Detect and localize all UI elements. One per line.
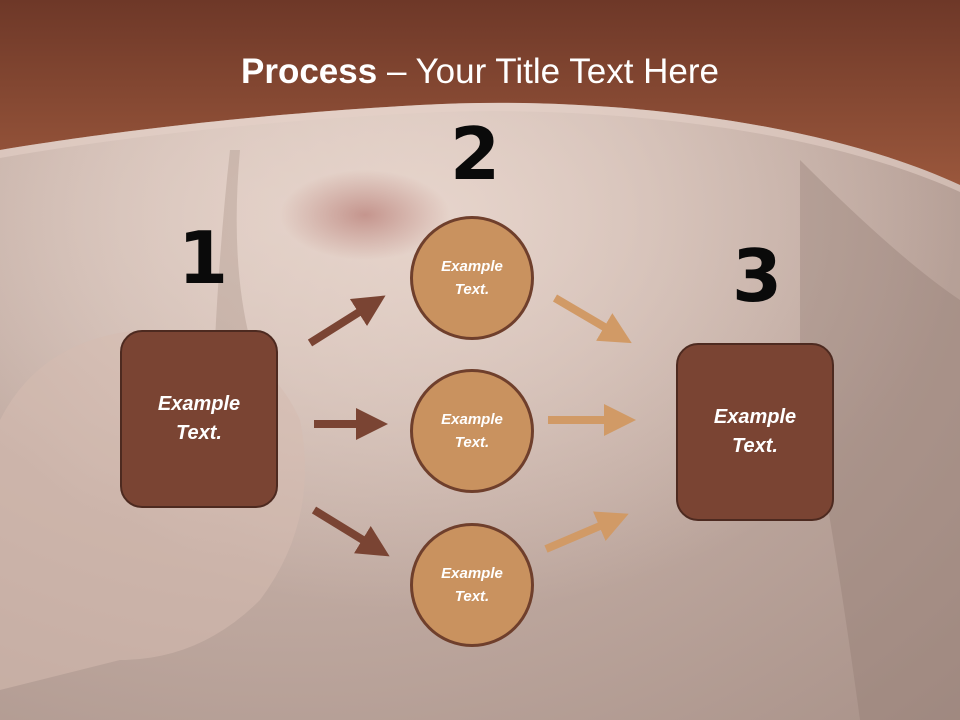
step-3-text: Example Text.	[713, 406, 797, 457]
background-hair-left	[215, 150, 250, 340]
step-3-box: Example Text.	[676, 343, 834, 521]
arrow-1-to-bottom	[311, 506, 390, 557]
title-rest: – Your Title Text Here	[377, 52, 719, 91]
title-bold: Process	[241, 52, 378, 91]
arrow-top-to-3	[552, 294, 632, 344]
step-number-3: 3	[732, 234, 783, 318]
circle-middle-text: Example Text.	[441, 411, 503, 451]
circle-top-text: Example Text.	[441, 258, 503, 298]
circle-top: Example Text.	[410, 216, 534, 340]
step-number-1: 1	[178, 216, 229, 300]
header-band	[0, 0, 960, 185]
step-number-2: 2	[450, 112, 501, 196]
circle-bottom-text: Example Text.	[441, 565, 503, 605]
circle-middle: Example Text.	[410, 369, 534, 493]
circle-bottom: Example Text.	[410, 523, 534, 647]
arrow-1-to-top	[307, 295, 386, 347]
step-1-text: Example Text.	[157, 393, 241, 444]
background-hair-right	[800, 160, 960, 720]
slide-title: Process – Your Title Text Here	[0, 52, 960, 92]
step-1-box: Example Text.	[120, 330, 278, 508]
background-lips	[280, 170, 450, 260]
header-curve-highlight	[0, 102, 960, 192]
arrow-bottom-to-3	[544, 511, 629, 553]
